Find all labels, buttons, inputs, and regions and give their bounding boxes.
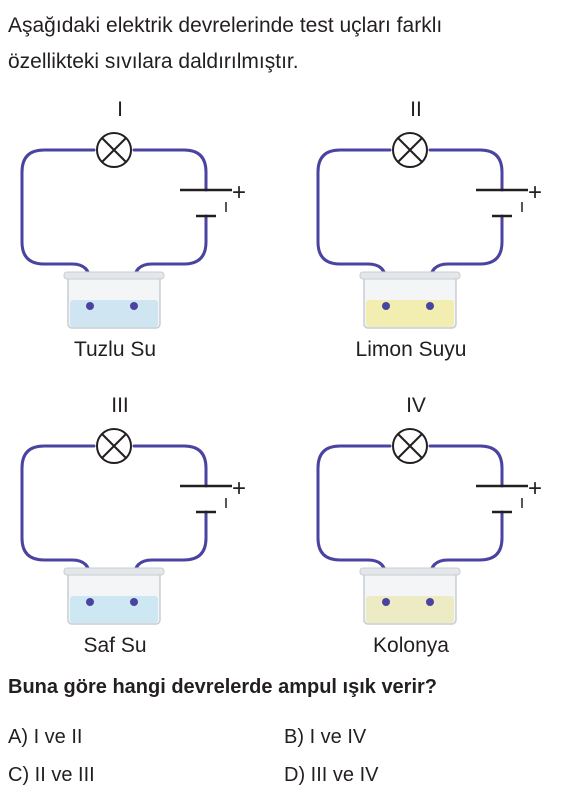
option-text: II ve III — [34, 764, 95, 786]
option-a[interactable]: A) I ve II — [8, 726, 82, 749]
probe-ends — [382, 302, 434, 310]
probe-ends — [86, 302, 138, 310]
beaker-icon — [63, 567, 165, 625]
option-b[interactable]: B) I ve IV — [284, 726, 366, 749]
option-letter: B) — [284, 726, 304, 748]
circuit-diagram: + — [316, 428, 542, 625]
probe-ends — [86, 598, 138, 606]
liquid — [70, 596, 158, 623]
option-c[interactable]: C) II ve III — [8, 764, 95, 787]
liquid — [366, 596, 454, 623]
circuit-4: IV + Kolonya — [316, 388, 556, 657]
battery-plus-sign: + — [232, 475, 246, 502]
circuit-numeral: III — [111, 394, 129, 417]
beaker-icon — [359, 567, 461, 625]
battery-icon — [476, 188, 528, 218]
circuit-diagram: + — [20, 428, 246, 625]
circuit-diagram: + — [316, 132, 542, 329]
option-letter: A) — [8, 726, 28, 748]
option-letter: D) — [284, 764, 306, 786]
battery-plus-sign: + — [528, 475, 542, 502]
lamp-icon — [96, 428, 132, 464]
circuit-3: III + Saf Su — [20, 388, 260, 657]
battery-icon — [180, 484, 232, 514]
option-letter: C) — [8, 764, 30, 786]
battery-plus-sign: + — [528, 179, 542, 206]
liquid-label: Saf Su — [83, 634, 147, 657]
circuit-2: II + Limon Suyu — [316, 92, 556, 361]
option-text: I ve IV — [309, 726, 367, 748]
probe-ends — [382, 598, 434, 606]
option-text: I ve II — [33, 726, 83, 748]
circuit-1: I + Tuzlu Su — [20, 92, 260, 361]
question-text: Buna göre hangi devrelerde ampul ışık ve… — [8, 676, 438, 698]
lamp-icon — [392, 132, 428, 168]
option-d[interactable]: D) III ve IV — [284, 764, 378, 787]
liquid — [366, 300, 454, 327]
intro-line-2: özellikteki sıvılara daldırılmıştır. — [8, 50, 299, 73]
lamp-icon — [392, 428, 428, 464]
liquid-label: Tuzlu Su — [73, 338, 157, 361]
lamp-icon — [96, 132, 132, 168]
circuit-numeral: I — [117, 98, 123, 121]
beaker-icon — [359, 271, 461, 329]
circuit-numeral: IV — [406, 394, 426, 417]
battery-icon — [180, 188, 232, 218]
option-text: III ve IV — [310, 764, 379, 786]
liquid — [70, 300, 158, 327]
battery-icon — [476, 484, 528, 514]
liquid-label: Kolonya — [373, 634, 449, 657]
question-intro: Aşağıdaki elektrik devrelerinde test uçl… — [8, 8, 560, 80]
intro-line-1: Aşağıdaki elektrik devrelerinde test uçl… — [8, 14, 443, 37]
circuit-numeral: II — [410, 98, 422, 121]
circuit-diagram: + — [20, 132, 246, 329]
liquid-label: Limon Suyu — [355, 338, 467, 361]
beaker-icon — [63, 271, 165, 329]
battery-plus-sign: + — [232, 179, 246, 206]
